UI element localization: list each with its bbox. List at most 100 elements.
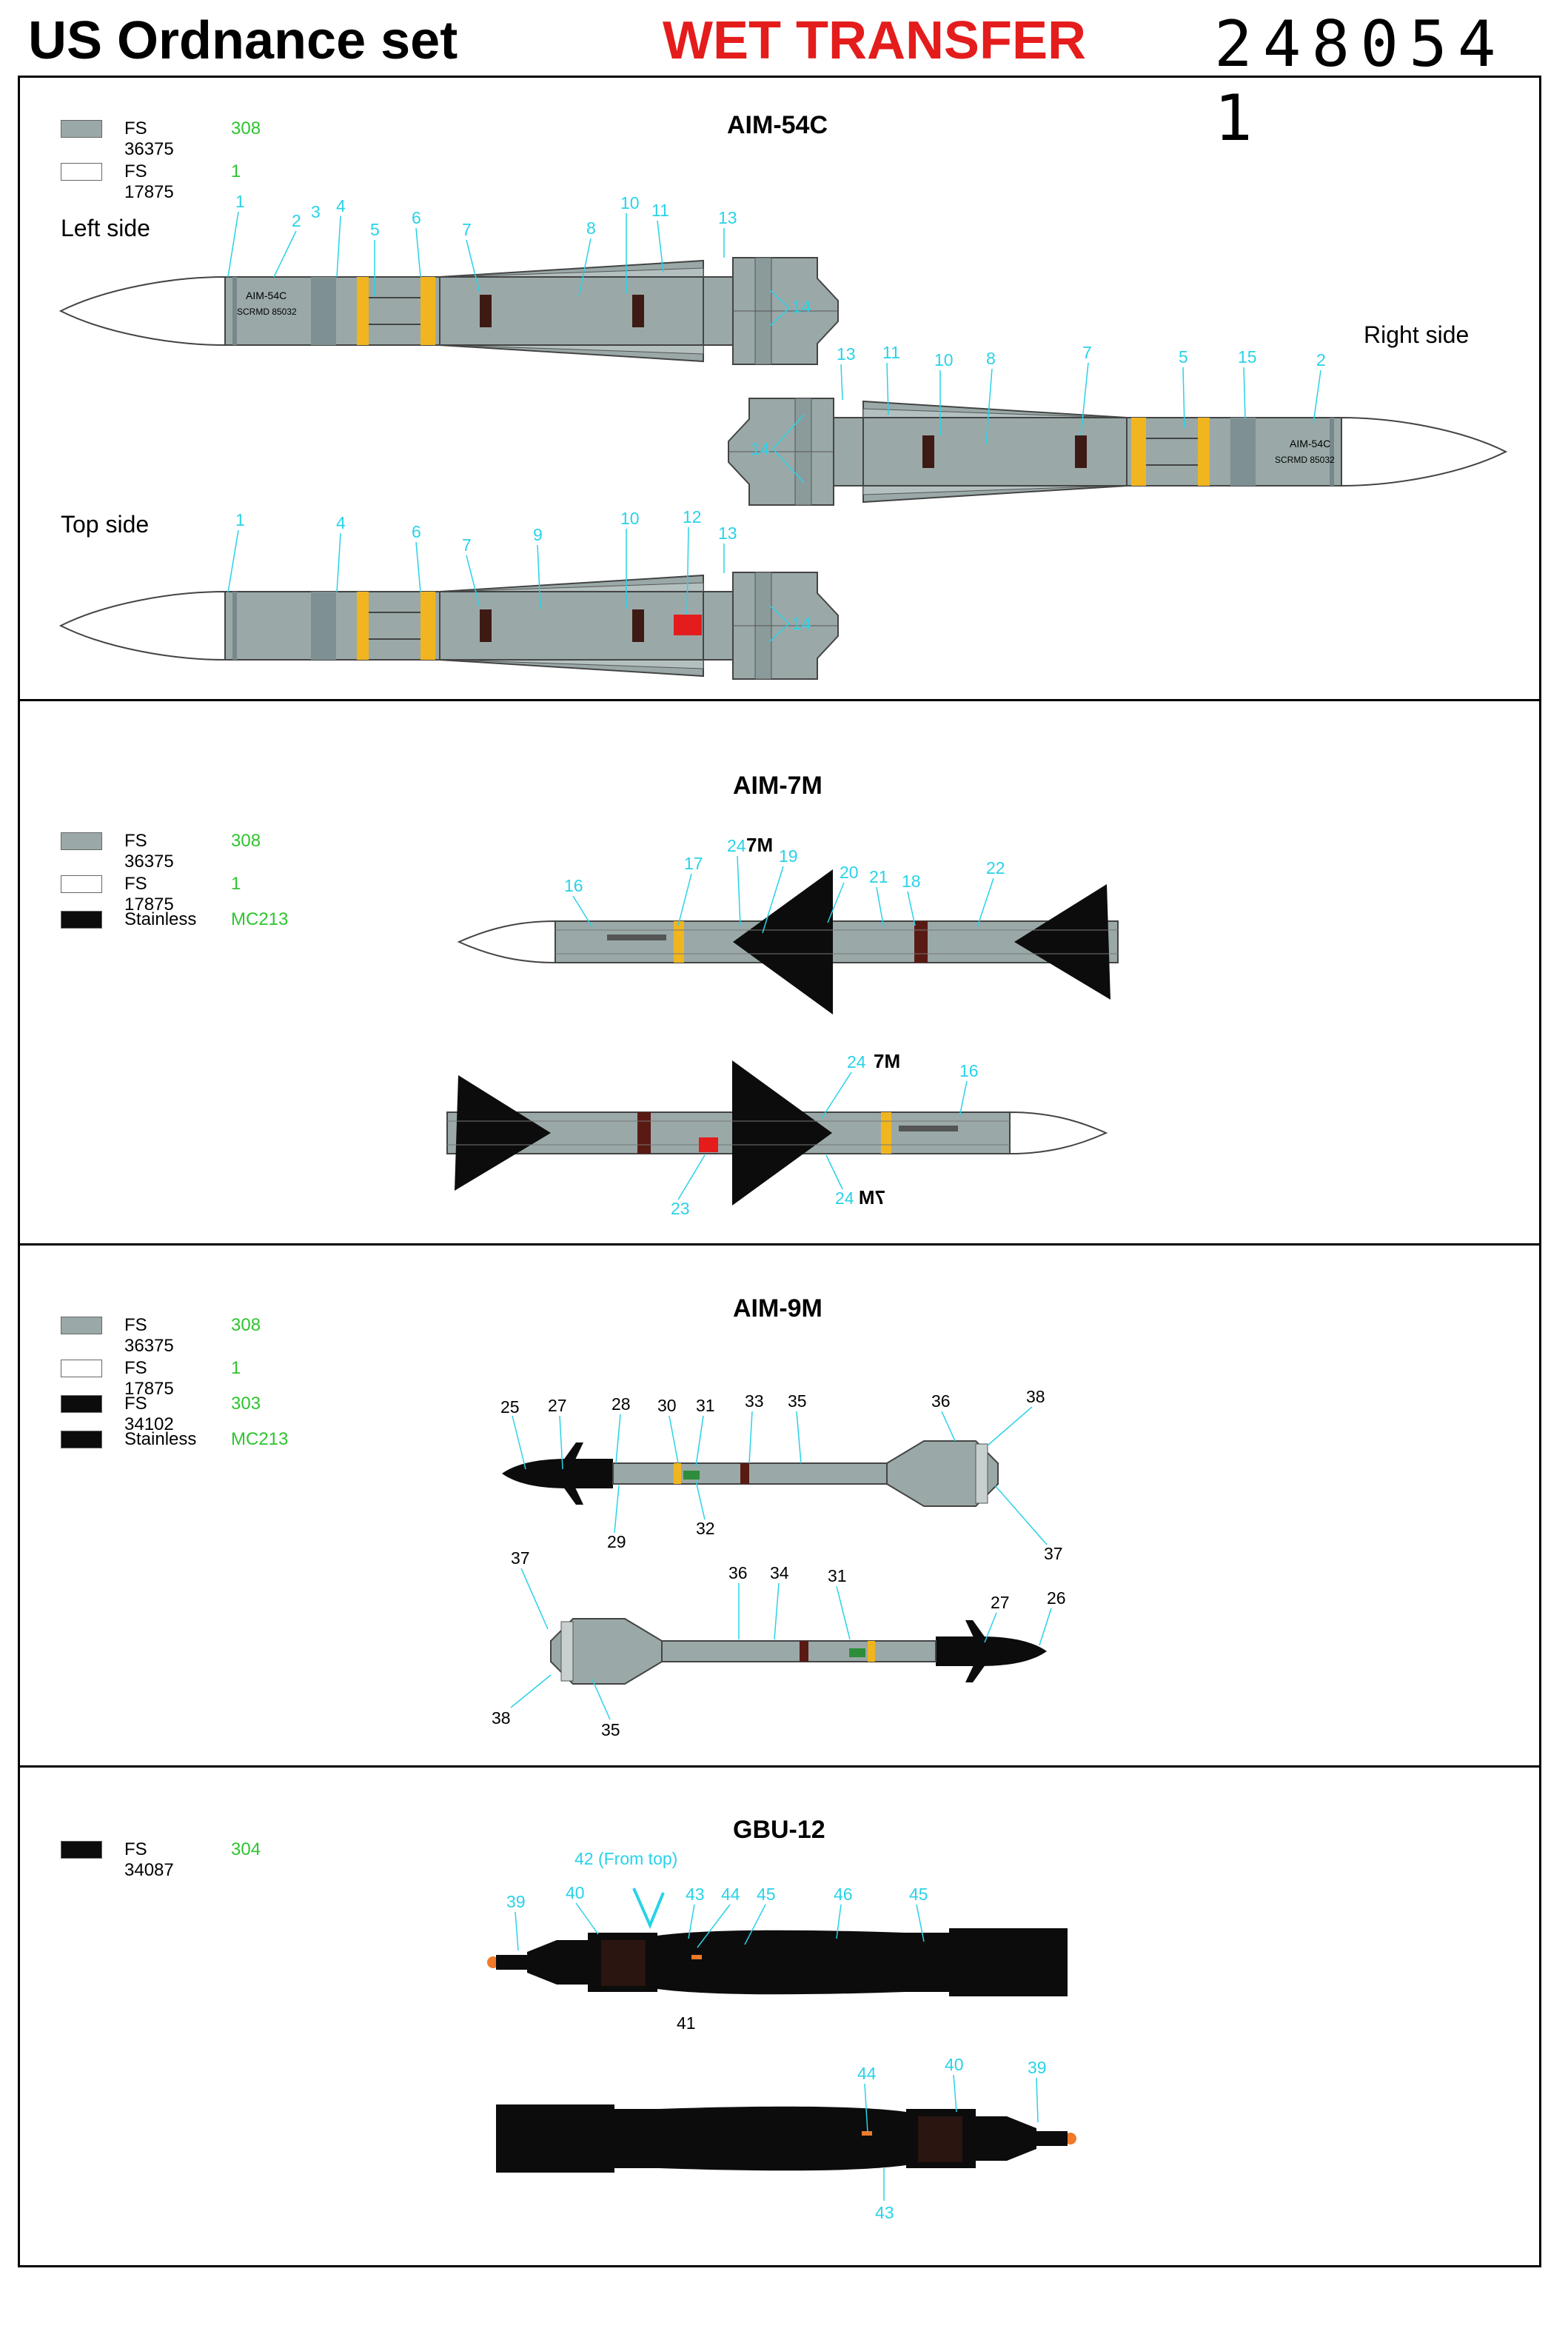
svg-text:21: 21 — [869, 867, 888, 886]
product-code: 248054 1 — [1214, 7, 1507, 156]
svg-text:20: 20 — [840, 863, 859, 882]
svg-text:39: 39 — [506, 1892, 526, 1911]
legend-code: 308 — [231, 831, 261, 851]
svg-text:12: 12 — [683, 507, 702, 526]
svg-text:13: 13 — [718, 524, 737, 543]
legend-code: 303 — [231, 1394, 261, 1414]
svg-text:33: 33 — [745, 1391, 764, 1411]
svg-text:40: 40 — [566, 1883, 585, 1902]
svg-text:36: 36 — [931, 1391, 951, 1411]
left-side-label: Left side — [61, 215, 150, 241]
svg-text:9: 9 — [533, 525, 543, 544]
legend-name: FS 36375 — [124, 1315, 174, 1356]
svg-text:7: 7 — [462, 535, 472, 555]
aim7-title: AIM-7M — [733, 772, 822, 800]
svg-text:SCRMD 85032: SCRMD 85032 — [1275, 455, 1335, 465]
svg-text:45: 45 — [909, 1885, 928, 1904]
svg-text:4: 4 — [336, 196, 346, 215]
svg-text:28: 28 — [612, 1394, 631, 1414]
svg-text:31: 31 — [828, 1566, 847, 1585]
svg-text:19: 19 — [779, 846, 798, 866]
svg-text:5: 5 — [1179, 347, 1188, 367]
svg-text:37: 37 — [511, 1548, 530, 1568]
svg-text:24: 24 — [727, 836, 746, 855]
legend-code: MC213 — [231, 909, 289, 929]
svg-text:10: 10 — [620, 193, 640, 213]
svg-text:31: 31 — [696, 1396, 715, 1415]
svg-text:22: 22 — [986, 858, 1005, 877]
svg-text:11: 11 — [882, 343, 900, 362]
svg-text:24: 24 — [835, 1188, 854, 1208]
fin-mark-mirrored: 7M — [859, 1186, 885, 1208]
aim9-lower-view — [550, 1618, 1048, 1685]
svg-text:46: 46 — [834, 1885, 853, 1904]
legend-name: FS 36375 — [124, 118, 174, 159]
svg-text:10: 10 — [934, 350, 954, 370]
red-decal — [699, 1137, 718, 1152]
gbu12-callout-41: 41 — [677, 2013, 696, 2033]
aim7-lower-view — [446, 1060, 1107, 1206]
svg-text:14: 14 — [792, 614, 811, 633]
section-divider — [18, 1243, 1541, 1246]
aim54-left-view — [60, 257, 839, 365]
sheet-header: US Ordnance set WET TRANSFER 248054 1 — [0, 0, 1568, 156]
aim7-callouts: 16 17 24 19 20 21 18 22 24 16 23 24 — [564, 836, 1005, 1218]
legend-name: FS 17875 — [124, 161, 174, 202]
legend-code: 304 — [231, 1839, 261, 1859]
svg-text:35: 35 — [601, 1720, 620, 1739]
legend-code: 1 — [231, 874, 241, 894]
legend-code: 308 — [231, 1315, 261, 1335]
aim54-leaders — [227, 211, 1321, 642]
svg-text:SCRMD 85032: SCRMD 85032 — [237, 307, 297, 317]
color-swatch — [61, 1841, 102, 1859]
svg-text:AIM-54C: AIM-54C — [1290, 438, 1330, 449]
svg-text:17: 17 — [684, 854, 703, 873]
legend-name: FS 34102 — [124, 1394, 174, 1434]
svg-text:14: 14 — [751, 439, 770, 458]
svg-text:16: 16 — [959, 1061, 979, 1080]
legend-name: Stainless — [124, 1429, 197, 1449]
svg-text:5: 5 — [370, 220, 380, 239]
svg-text:44: 44 — [721, 1885, 740, 1904]
svg-text:29: 29 — [607, 1532, 626, 1551]
svg-text:24: 24 — [847, 1052, 866, 1071]
svg-text:6: 6 — [412, 522, 421, 541]
svg-text:13: 13 — [837, 344, 856, 364]
svg-text:8: 8 — [586, 218, 596, 238]
from-top-arrow — [632, 1888, 665, 1930]
fin-mark: 7M — [874, 1050, 900, 1072]
svg-text:16: 16 — [564, 876, 583, 895]
svg-text:6: 6 — [412, 208, 421, 227]
aim54-title: AIM-54C — [727, 111, 828, 139]
legend-name: Stainless — [124, 909, 197, 929]
svg-text:13: 13 — [718, 208, 737, 227]
svg-text:38: 38 — [492, 1708, 511, 1728]
svg-text:27: 27 — [991, 1593, 1010, 1612]
svg-text:38: 38 — [1026, 1387, 1045, 1406]
svg-text:18: 18 — [902, 872, 921, 891]
aim54-right-view — [728, 398, 1507, 506]
svg-text:23: 23 — [671, 1199, 690, 1218]
aim9-leaders — [510, 1406, 1052, 1720]
legend-code: 1 — [231, 1358, 241, 1378]
gbu12-lower-view — [496, 2104, 1076, 2173]
svg-text:3: 3 — [311, 202, 321, 221]
aim9-title: AIM-9M — [733, 1294, 822, 1323]
color-swatch — [61, 163, 102, 181]
from-top-label: 42 (From top) — [574, 1849, 677, 1868]
svg-text:11: 11 — [651, 201, 669, 220]
svg-text:7: 7 — [1082, 343, 1092, 362]
gbu12-title: GBU-12 — [733, 1816, 825, 1844]
legend-name: FS 34087 — [124, 1839, 174, 1880]
aim54-top-view — [60, 572, 839, 680]
svg-text:26: 26 — [1047, 1588, 1066, 1608]
color-swatch — [61, 832, 102, 850]
color-swatch — [61, 120, 102, 138]
color-swatch — [61, 875, 102, 893]
svg-text:27: 27 — [548, 1396, 567, 1415]
color-swatch — [61, 1431, 102, 1448]
